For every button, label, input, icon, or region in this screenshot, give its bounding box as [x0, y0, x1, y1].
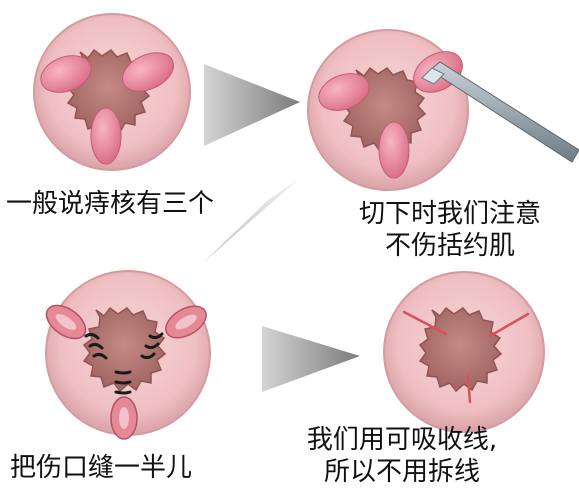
arrow-right-icon [204, 64, 300, 146]
caption-line: 把伤口缝一半儿 [10, 453, 193, 483]
absorbable-suture-line-icon [402, 310, 530, 404]
step-1-caption: 一般说痔核有三个 [6, 188, 214, 220]
caption-line: 我们用可吸收线, [306, 425, 498, 455]
arrow-right-icon [262, 326, 360, 392]
caption-line: 所以不用拆线 [323, 457, 480, 487]
panel-2-excision-icon [307, 29, 579, 191]
panel-3-sutured-wounds-icon [45, 270, 211, 440]
panel-1-rectum-three-hemorrhoids-icon [33, 13, 191, 171]
caption-line: 一般说痔核有三个 [6, 189, 215, 219]
step-4-caption: 我们用可吸收线, 所以不用拆线 [282, 424, 522, 488]
caption-line: 不伤括约肌 [384, 231, 515, 261]
step-3-caption: 把伤口缝一半儿 [10, 452, 192, 484]
arrow-down-left-icon [204, 178, 300, 262]
caption-line: 切下时我们注意 [358, 199, 541, 229]
scalpel-icon [421, 61, 579, 163]
panel-4-healed-icon [383, 271, 545, 433]
step-2-caption: 切下时我们注意 不伤括约肌 [330, 198, 570, 262]
suture-icon [84, 332, 164, 395]
